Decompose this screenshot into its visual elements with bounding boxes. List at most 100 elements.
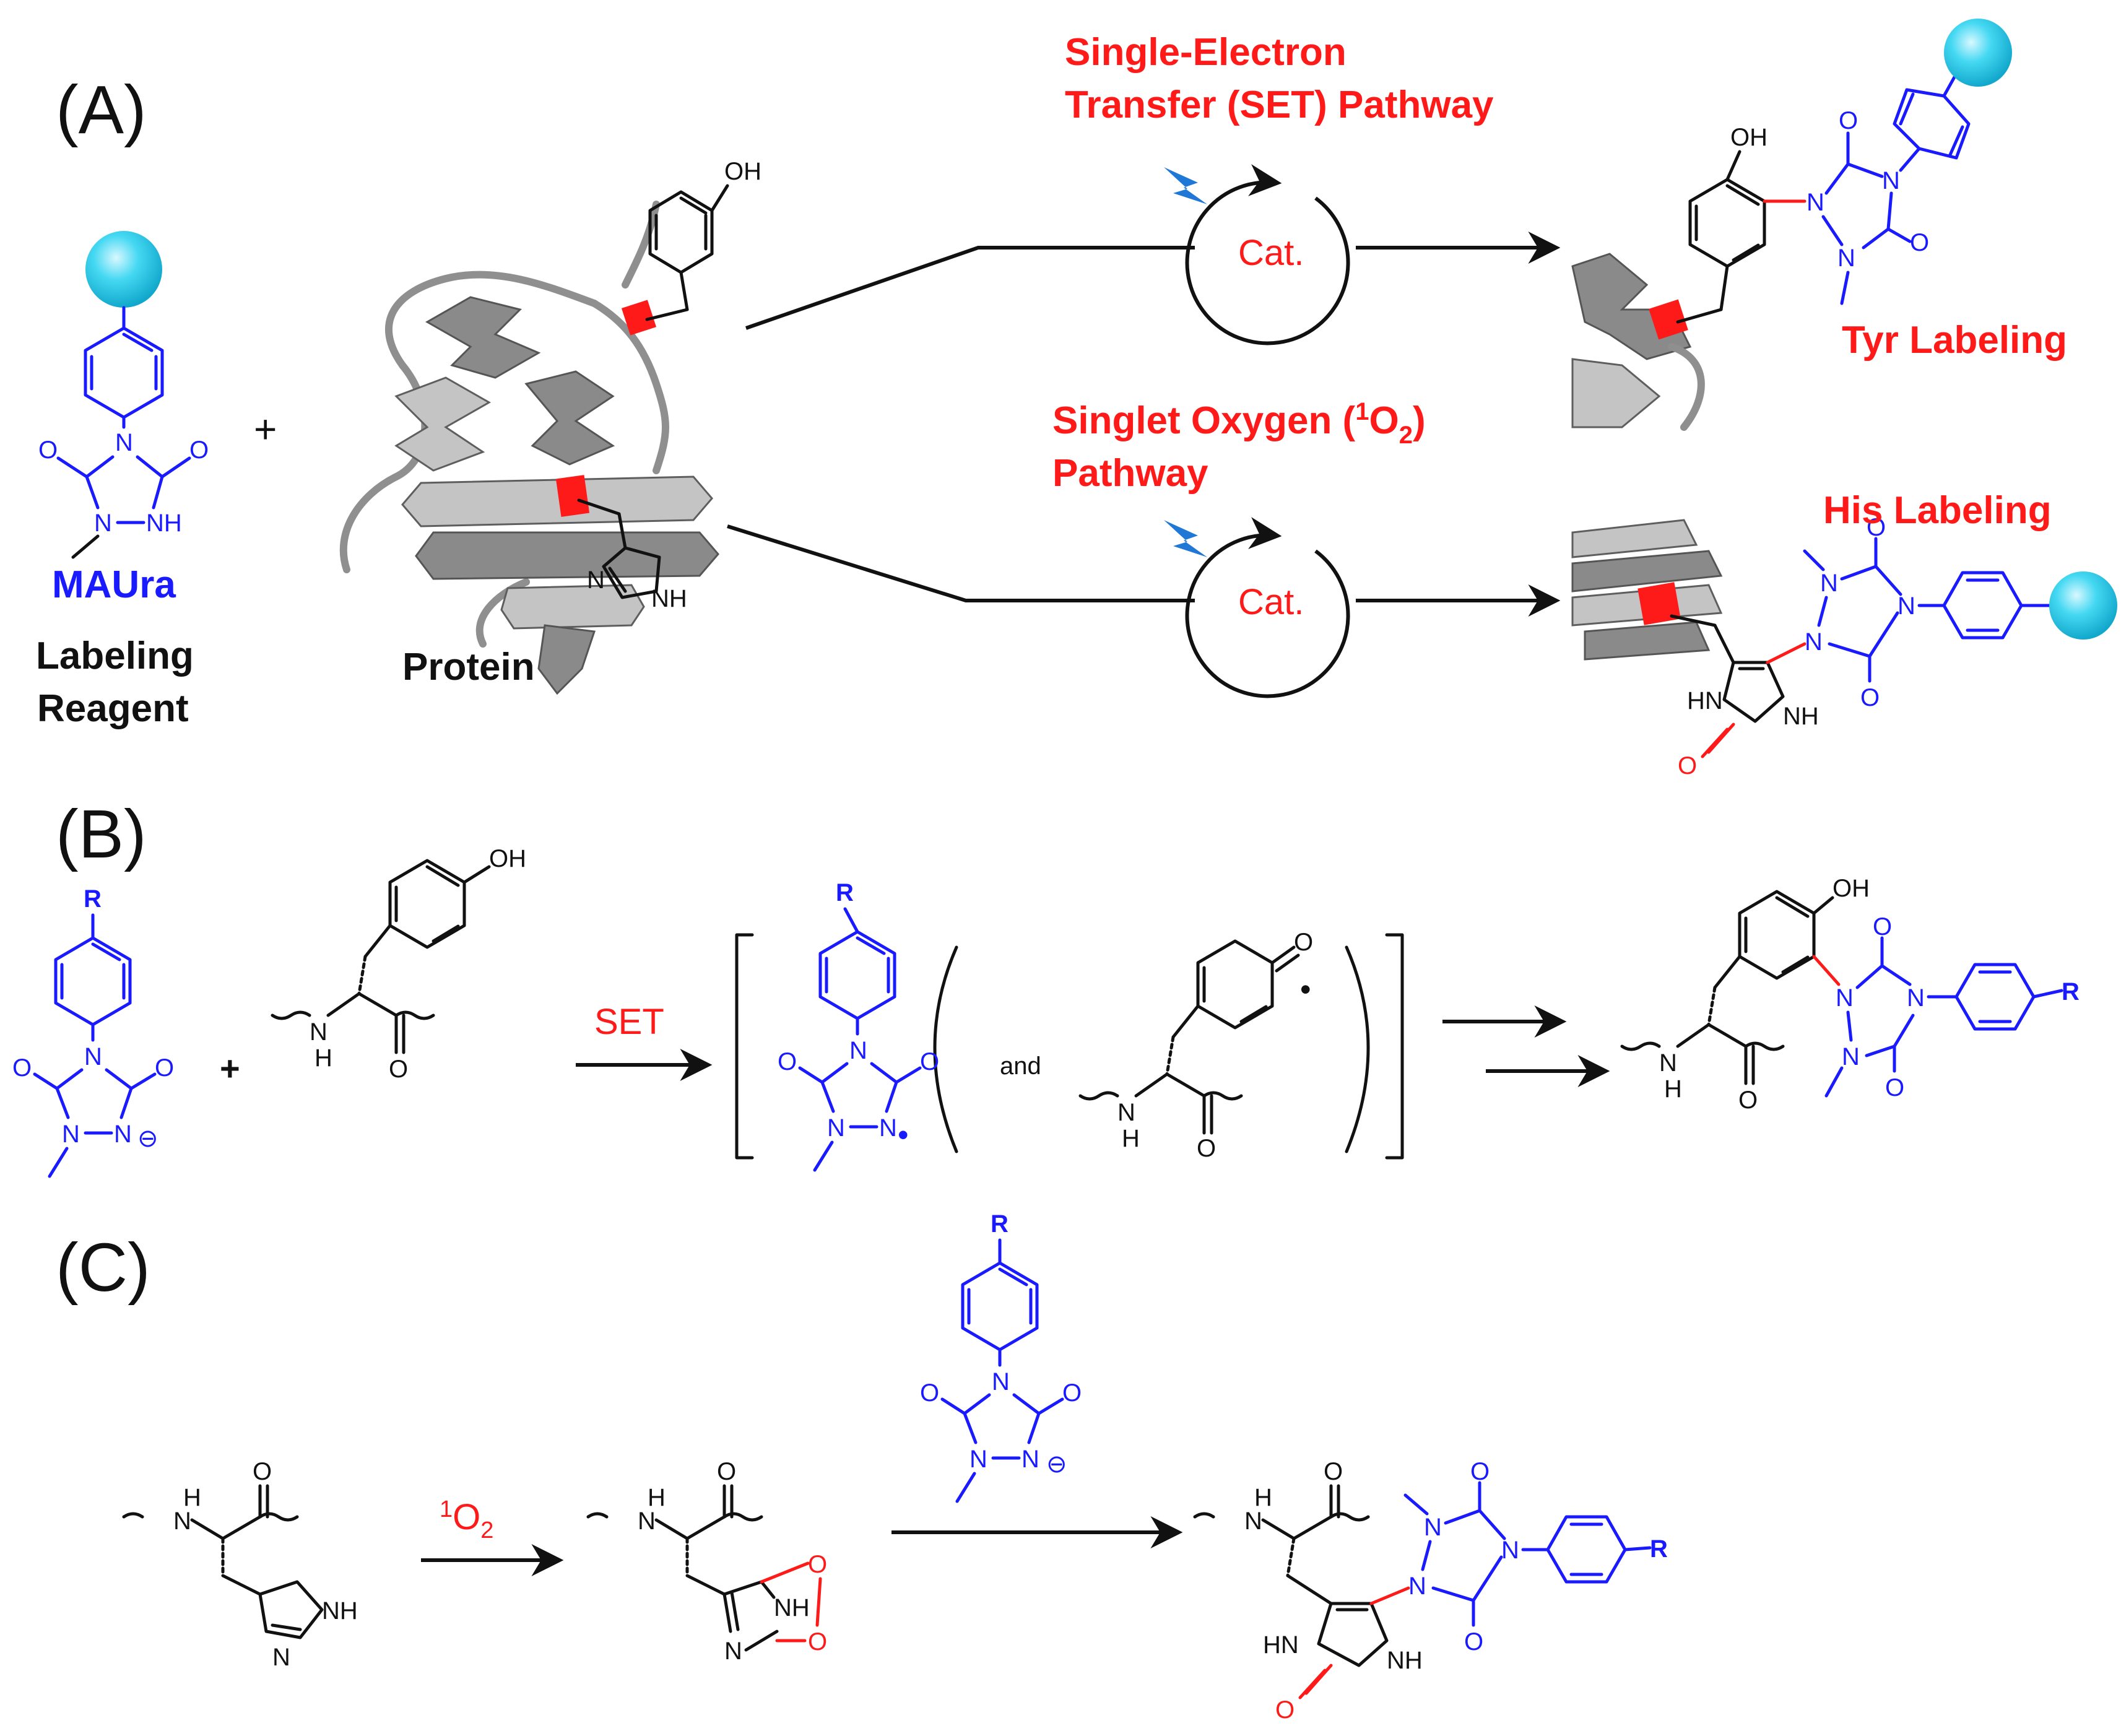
plus-sign-a: + — [254, 407, 277, 451]
atom-o: O — [1738, 1087, 1758, 1114]
atom-o: O — [1860, 684, 1880, 711]
histidine-side-chain: N NH — [577, 498, 687, 612]
atom-n: N — [272, 1644, 290, 1671]
atom-n: N — [173, 1508, 191, 1535]
his-labeling-label: His Labeling — [1823, 489, 2052, 532]
atom-o: O — [1873, 913, 1892, 940]
atom-nh: NH — [1783, 703, 1819, 730]
atom-n: N — [1659, 1049, 1677, 1077]
singlet-oxygen-reagent: 1O2 — [440, 1496, 493, 1543]
atom-n: N — [62, 1121, 80, 1148]
atom-h: H — [1254, 1484, 1272, 1511]
atom-o: O — [12, 1054, 32, 1082]
atom-n: N — [879, 1114, 897, 1142]
atom-r: R — [836, 879, 854, 906]
atom-o: O — [389, 1056, 408, 1083]
atom-h: H — [1122, 1125, 1140, 1152]
tyr-labeled-product: OH N N O N O — [1571, 19, 2012, 431]
atom-r: R — [1650, 1535, 1668, 1563]
atom-n: N — [827, 1114, 845, 1142]
atom-o: O — [717, 1458, 736, 1485]
atom-n: N — [1021, 1446, 1039, 1473]
tyr-labeling-label: Tyr Labeling — [1842, 319, 2067, 362]
atom-o: O — [1885, 1074, 1904, 1101]
catalyst-label: Cat. — [1238, 582, 1304, 622]
catalytic-cycle-icon: Cat. — [1164, 164, 1350, 345]
atom-o: O — [1464, 1628, 1483, 1656]
lightning-bolt-icon — [1164, 520, 1207, 557]
atom-o: O — [189, 436, 209, 464]
atom-o: O — [808, 1551, 827, 1578]
set-pathway-title-line-1: Single-Electron — [1065, 31, 1347, 74]
plus-sign-b: + — [220, 1049, 240, 1088]
set-arrow-label: SET — [594, 1002, 664, 1042]
atom-nh: NH — [774, 1594, 810, 1621]
atom-n: N — [1898, 592, 1915, 620]
cyan-sphere-icon — [2049, 571, 2117, 640]
atom-o: O — [1839, 107, 1858, 134]
atom-o: O — [38, 436, 58, 464]
lightning-bolt-icon — [1164, 167, 1207, 204]
atom-o: O — [1062, 1379, 1082, 1407]
reagent-caption-line-1: Labeling — [36, 635, 194, 677]
tyrosine-side-chain: OH — [645, 158, 761, 321]
atom-r: R — [84, 885, 102, 913]
atom-n: N — [94, 510, 112, 537]
atom-hn: HN — [1687, 687, 1723, 714]
atom-h: H — [314, 1044, 332, 1072]
atom-n: N — [1117, 1099, 1135, 1126]
atom-o: O — [1197, 1135, 1216, 1162]
atom-n: N — [1408, 1573, 1426, 1600]
radical-dot-icon: • — [898, 1118, 909, 1152]
atom-n: N — [1807, 189, 1824, 216]
atom-n: N — [724, 1638, 742, 1665]
atom-o: O — [1294, 929, 1313, 956]
atom-n: N — [84, 1043, 102, 1070]
maura-anion-over-arrow: R N O O N N ⊖ — [920, 1210, 1082, 1503]
tyr-conjugate-product: OH N H O N O N N O R — [1620, 875, 2080, 1114]
atom-nh: NH — [146, 510, 182, 537]
atom-n: N — [1501, 1537, 1519, 1564]
cyan-sphere-icon — [85, 231, 162, 308]
set-pathway-arrow — [745, 232, 1561, 330]
and-label: and — [1000, 1052, 1041, 1080]
atom-n: N — [115, 429, 133, 456]
atom-hn: HN — [1263, 1631, 1299, 1659]
cyan-sphere-icon — [1944, 19, 2012, 87]
atom-n: N — [310, 1018, 327, 1046]
atom-o: O — [808, 1628, 827, 1656]
atom-oh: OH — [489, 845, 526, 872]
catalytic-cycle-icon: Cat. — [1164, 517, 1350, 698]
atom-o: O — [1867, 514, 1886, 541]
maura-anion-structure: R N O O N N ⊖ — [12, 885, 174, 1178]
atom-o: O — [1678, 752, 1697, 779]
atom-r: R — [991, 1210, 1008, 1238]
radical-dot-icon: • — [1300, 972, 1311, 1007]
atom-oh: OH — [724, 158, 761, 185]
atom-o: O — [1275, 1696, 1295, 1724]
atom-oh: OH — [1730, 124, 1768, 151]
atom-nh: NH — [1387, 1647, 1423, 1674]
minus-charge-icon: ⊖ — [137, 1125, 158, 1152]
atom-n: N — [1820, 570, 1838, 597]
atom-n: N — [849, 1037, 867, 1064]
panel-label-c: (C) — [56, 1230, 150, 1306]
set-pathway-title-line-2: Transfer (SET) Pathway — [1065, 84, 1494, 126]
atom-n: N — [1842, 1043, 1860, 1070]
atom-n: N — [969, 1446, 987, 1473]
atom-o: O — [920, 1379, 939, 1407]
atom-oh: OH — [1833, 875, 1870, 902]
atom-o: O — [155, 1054, 174, 1082]
catalyst-label: Cat. — [1238, 233, 1304, 273]
reagent-caption-line-2: Reagent — [37, 687, 189, 730]
atom-n: N — [992, 1368, 1010, 1395]
atom-h: H — [1664, 1075, 1682, 1103]
atom-o: O — [778, 1048, 797, 1075]
singlet-oxygen-pathway-arrow — [727, 524, 1561, 617]
atom-n: N — [1836, 984, 1854, 1012]
minus-charge-icon: ⊖ — [1046, 1451, 1067, 1478]
protein-label: Protein — [402, 646, 535, 688]
atom-o: O — [1910, 229, 1929, 256]
atom-n: N — [1837, 245, 1855, 272]
atom-n: N — [638, 1508, 656, 1535]
